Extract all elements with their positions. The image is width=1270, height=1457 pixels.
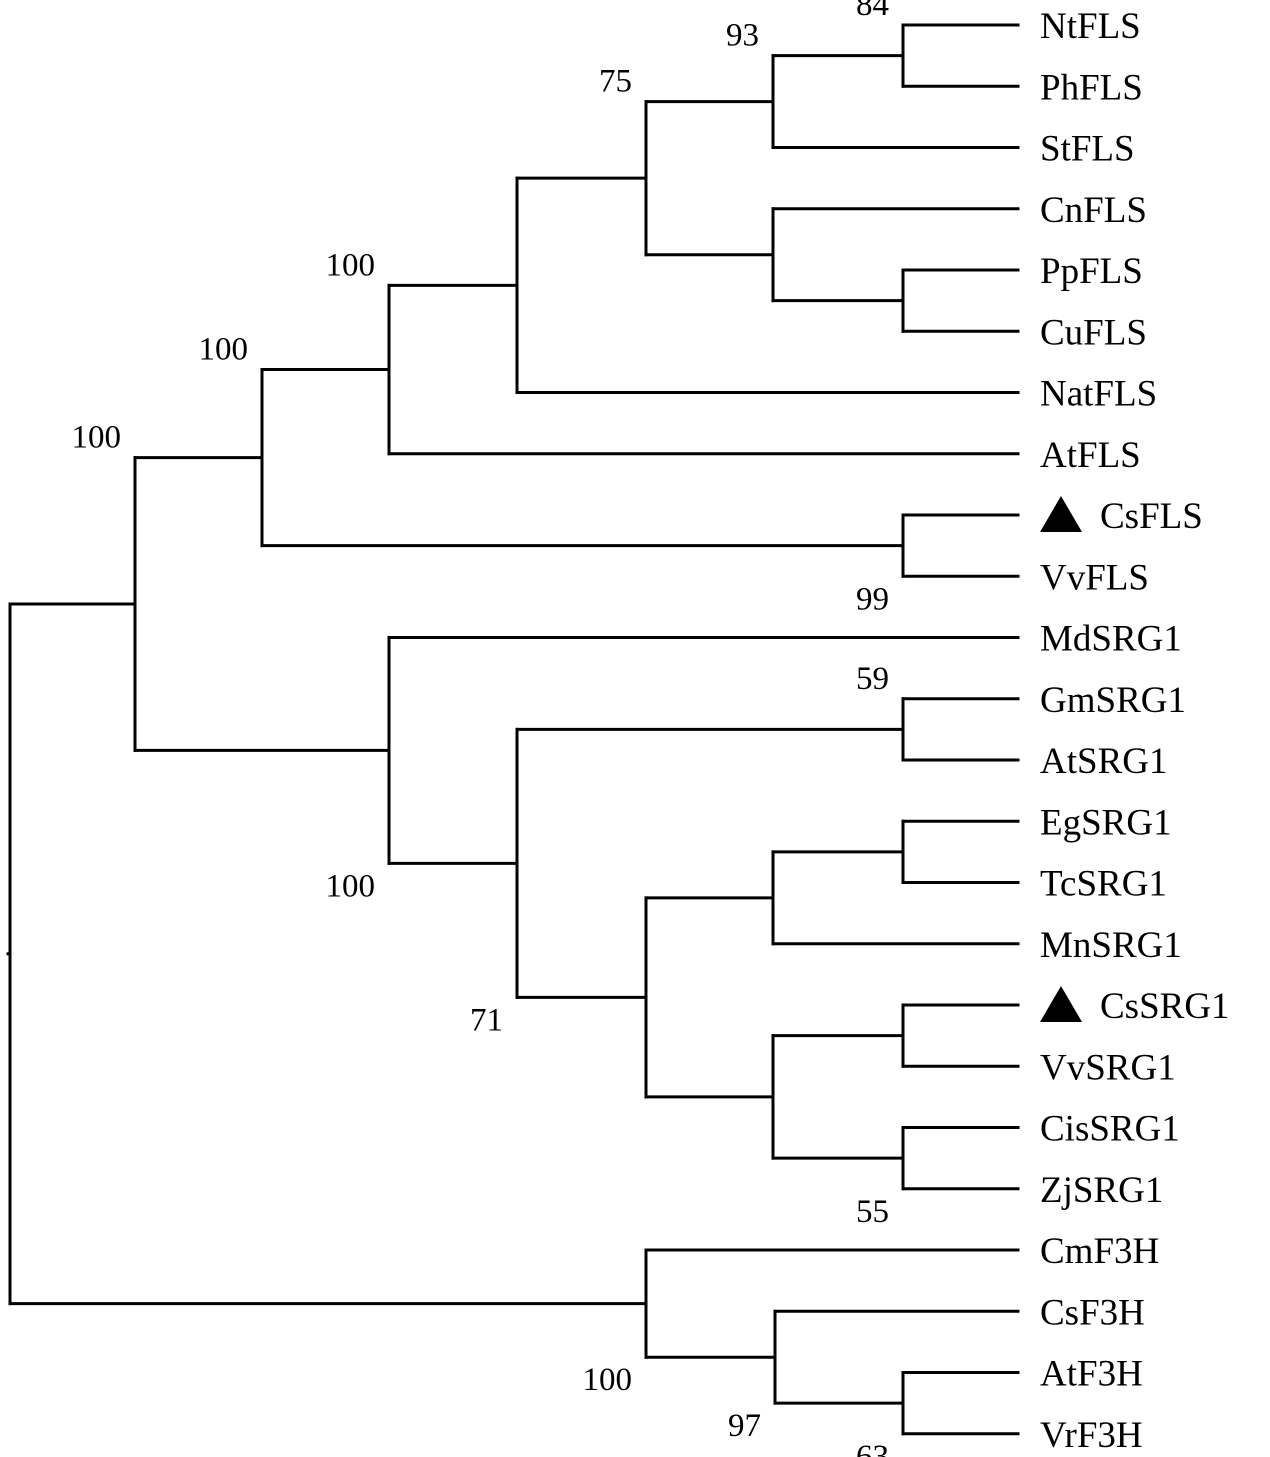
- taxon-label-AtSRG1: AtSRG1: [1040, 741, 1167, 782]
- taxon-label-PpFLS: PpFLS: [1040, 251, 1143, 292]
- triangle-marker-icon: [1040, 986, 1082, 1022]
- bootstrap-value-n_sol_cit: 75: [599, 64, 632, 100]
- triangle-marker-icon: [1040, 496, 1082, 532]
- bootstrap-value-n_cs_vv: 99: [856, 581, 889, 617]
- taxon-label-ZjSRG1: ZjSRG1: [1040, 1170, 1163, 1211]
- bootstrap-value-n_f3h: 100: [583, 1362, 633, 1398]
- taxon-labels: NtFLS PhFLS StFLS CnFLS PpFLS CuFLS NatFLS AtFL…: [1040, 6, 1230, 1456]
- taxon-label-CisSRG1: CisSRG1: [1040, 1109, 1180, 1150]
- bootstrap-values: 84 93 75 100 99 100 59 55 71 100 100 63 97 100: [72, 0, 890, 1457]
- bootstrap-value-n_nt_st: 93: [726, 18, 759, 54]
- bootstrap-value-n_at_vr: 63: [856, 1439, 889, 1457]
- bootstrap-value-n_cs_vr: 97: [728, 1408, 761, 1444]
- taxon-label-VrF3H: VrF3H: [1040, 1415, 1143, 1456]
- bootstrap-value-n_fls_srg: 100: [72, 420, 122, 456]
- bootstrap-value-n_at: 100: [326, 247, 376, 283]
- bootstrap-value-n_gm_at: 59: [856, 661, 889, 697]
- taxon-label-CsFLS: CsFLS: [1100, 496, 1203, 537]
- taxon-label-StFLS: StFLS: [1040, 129, 1135, 170]
- taxon-label-NatFLS: NatFLS: [1040, 374, 1157, 415]
- bootstrap-value-n_nt_ph: 84: [856, 0, 889, 23]
- taxon-label-PhFLS: PhFLS: [1040, 67, 1143, 108]
- taxon-label-EgSRG1: EgSRG1: [1040, 802, 1172, 843]
- taxon-label-MnSRG1: MnSRG1: [1040, 925, 1182, 966]
- bootstrap-value-n_cis_zj: 55: [856, 1194, 889, 1230]
- bootstrap-value-n_gm_zj: 71: [470, 1002, 503, 1038]
- taxon-label-AtFLS: AtFLS: [1040, 435, 1141, 476]
- taxon-label-VvSRG1: VvSRG1: [1040, 1047, 1176, 1088]
- taxon-label-GmSRG1: GmSRG1: [1040, 680, 1186, 721]
- taxon-label-CmF3H: CmF3H: [1040, 1231, 1159, 1272]
- taxon-label-CsSRG1: CsSRG1: [1100, 986, 1230, 1027]
- taxon-label-CsF3H: CsF3H: [1040, 1292, 1145, 1333]
- taxon-label-AtF3H: AtF3H: [1040, 1354, 1143, 1395]
- taxon-label-TcSRG1: TcSRG1: [1040, 864, 1167, 905]
- bootstrap-value-n_srg: 100: [326, 868, 376, 904]
- taxon-label-CnFLS: CnFLS: [1040, 190, 1147, 231]
- taxon-label-NtFLS: NtFLS: [1040, 6, 1141, 47]
- taxon-label-CuFLS: CuFLS: [1040, 312, 1147, 353]
- taxon-label-MdSRG1: MdSRG1: [1040, 619, 1182, 660]
- bootstrap-value-n_fls: 100: [199, 332, 249, 368]
- tree-branches: [6, 23, 1020, 1436]
- taxon-label-VvFLS: VvFLS: [1040, 557, 1149, 598]
